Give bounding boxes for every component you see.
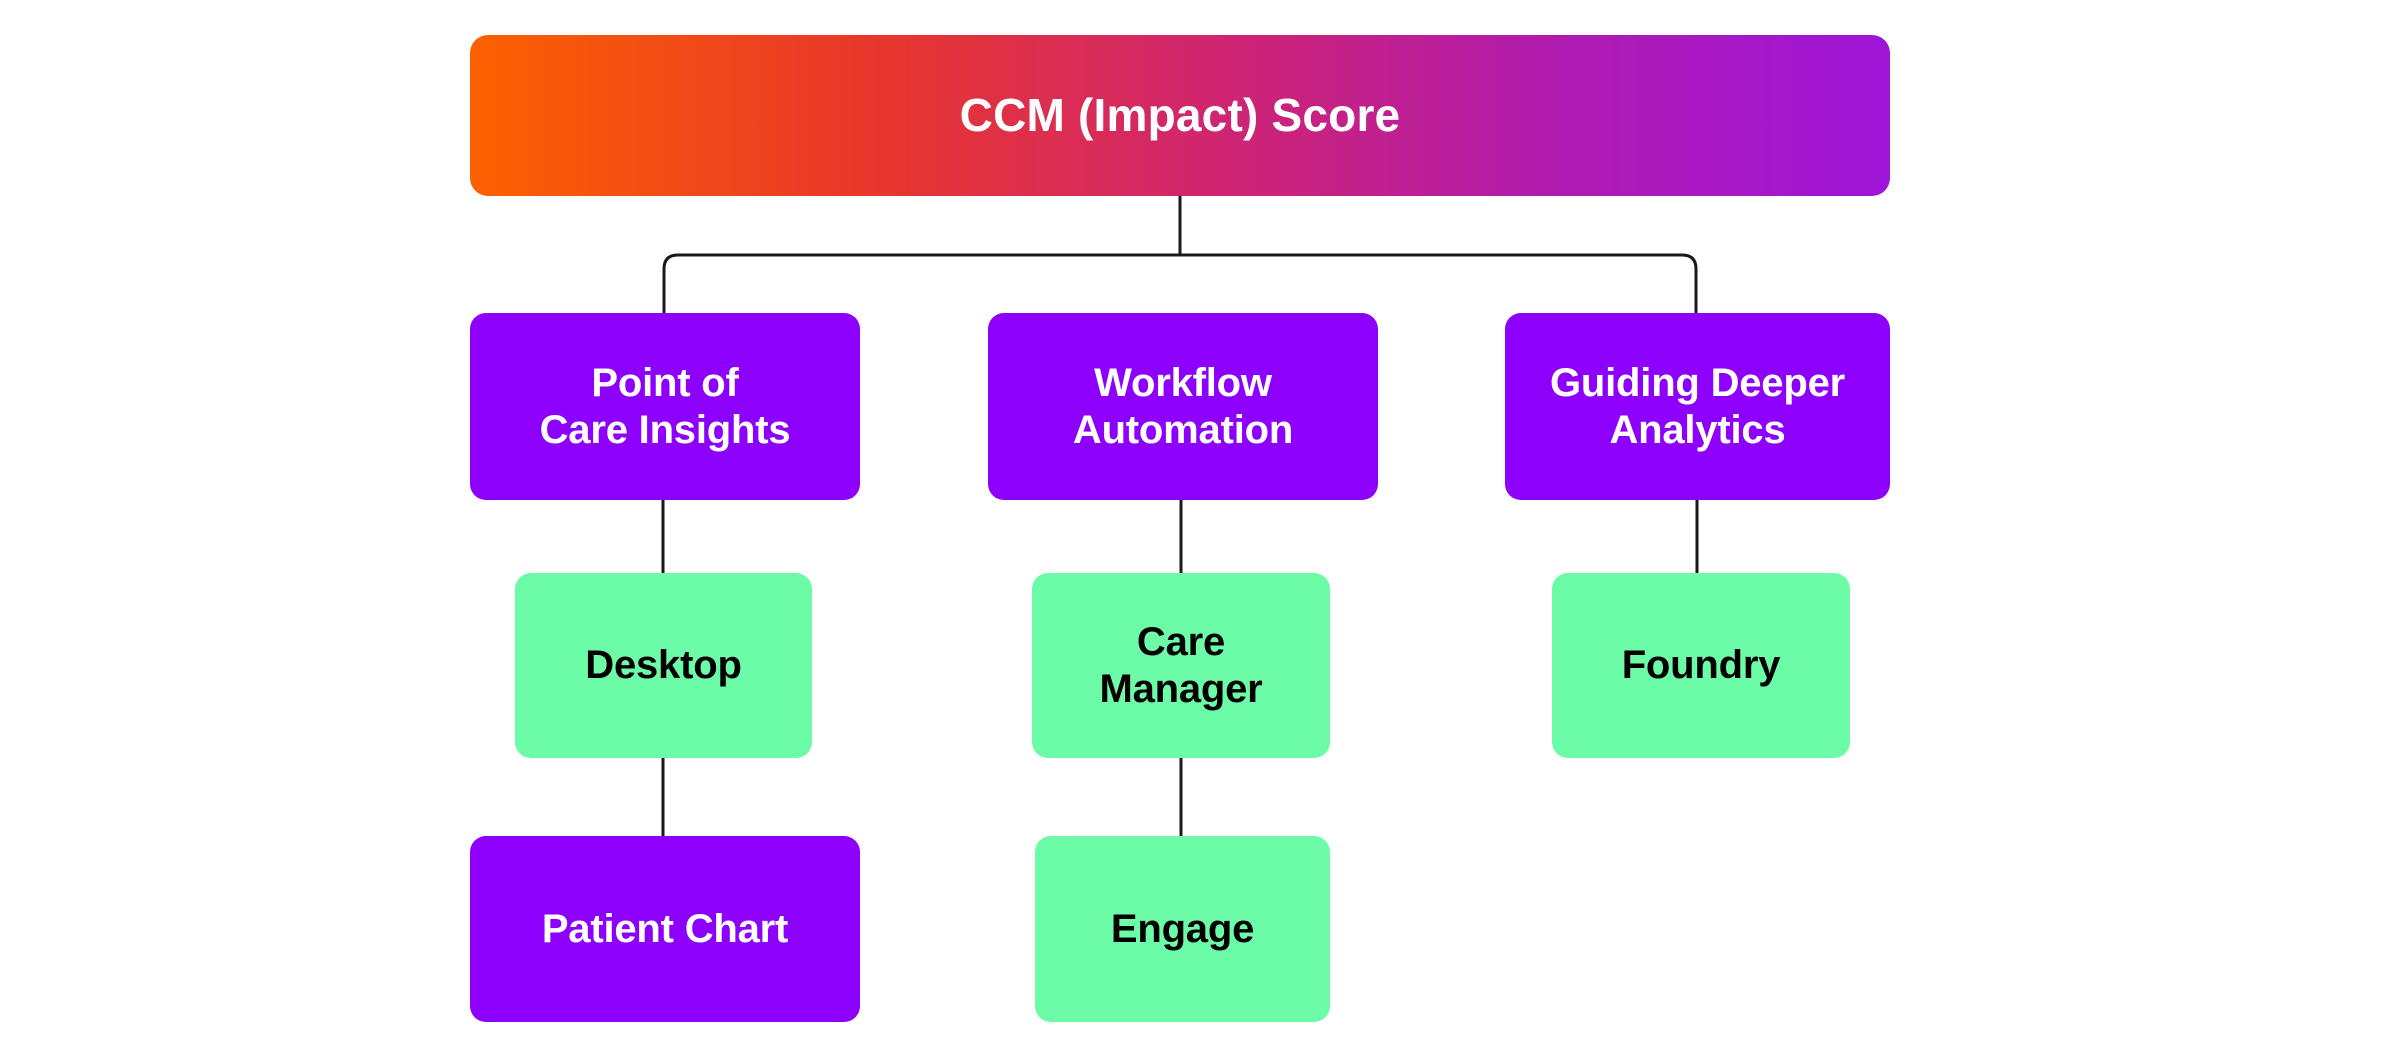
node-care-manager-label: Care Manager [1099, 620, 1263, 711]
node-root-ccm-impact-score[interactable]: CCM (Impact) Score [470, 35, 1890, 196]
node-workflow-automation[interactable]: Workflow Automation [988, 313, 1378, 500]
node-care-manager[interactable]: Care Manager [1032, 573, 1330, 758]
node-foundry[interactable]: Foundry [1552, 573, 1850, 758]
node-guiding-deeper-analytics[interactable]: Guiding Deeper Analytics [1505, 313, 1890, 500]
node-desktop-label: Desktop [585, 643, 742, 688]
node-point-of-care-insights[interactable]: Point of Care Insights [470, 313, 860, 500]
node-point-of-care-insights-label: Point of Care Insights [539, 361, 791, 452]
node-desktop[interactable]: Desktop [515, 573, 812, 758]
node-engage-label: Engage [1110, 906, 1255, 951]
node-workflow-automation-label: Workflow Automation [1072, 361, 1294, 452]
node-root-label: CCM (Impact) Score [959, 88, 1401, 141]
node-guiding-deeper-analytics-label: Guiding Deeper Analytics [1549, 361, 1845, 452]
node-foundry-label: Foundry [1621, 643, 1781, 688]
connector-bus [662, 253, 1698, 313]
node-patient-chart[interactable]: Patient Chart [470, 836, 860, 1022]
node-engage[interactable]: Engage [1035, 836, 1330, 1022]
node-patient-chart-label: Patient Chart [541, 906, 789, 951]
